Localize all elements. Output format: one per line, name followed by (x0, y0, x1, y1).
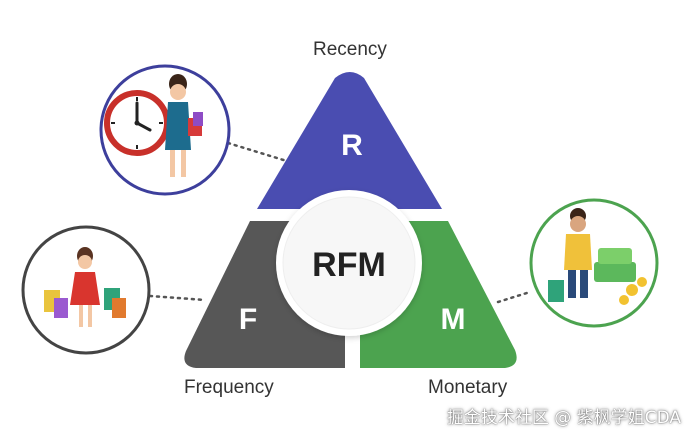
connector-frequency (148, 294, 207, 302)
center-circle-inner (282, 196, 416, 330)
connector-recency (226, 141, 292, 164)
connector-monetary (496, 290, 532, 304)
segment-recency (257, 72, 442, 209)
monetary-illustration (529, 198, 659, 328)
clock-icon (104, 90, 170, 156)
letter-monetary: M (441, 303, 466, 336)
money-man-icon (548, 208, 647, 305)
letter-frequency: F (239, 303, 257, 336)
label-recency: Recency (313, 39, 387, 60)
label-monetary: Monetary (428, 377, 508, 398)
connector-lines (148, 141, 532, 304)
watermark: 掘金技术社区 @ 紫枫学姐CDA (446, 408, 681, 428)
shopping-bags-icon (44, 247, 126, 327)
label-frequency: Frequency (184, 377, 274, 398)
recency-illustration (99, 64, 231, 196)
letter-recency: R (341, 129, 363, 162)
center-label: RFM (312, 246, 386, 284)
frequency-illustration (21, 225, 151, 355)
shopper-woman-icon (165, 74, 203, 177)
